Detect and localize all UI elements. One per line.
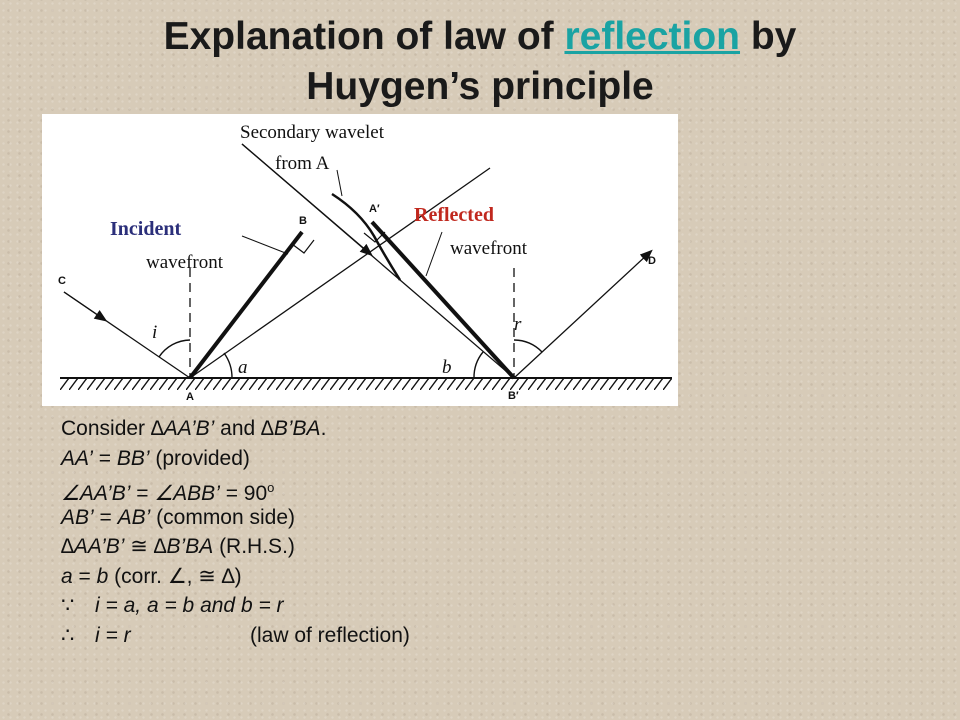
proof-term: ∠AA’B’: [61, 482, 131, 505]
point-label-b-prime: B′: [508, 390, 519, 402]
proof-term: BB’: [116, 446, 150, 470]
title-line-2: Huygen’s principle: [306, 65, 654, 108]
proof-line-8: ∴ i = r (law of reflection): [61, 621, 761, 651]
angle-label-r: r: [514, 314, 522, 335]
proof-line-4: AB’ = AB’ (common side): [61, 503, 761, 533]
proof-term: i = a, a = b and b = r: [95, 594, 284, 617]
point-label-a: A: [186, 391, 194, 403]
from-a-label: from A: [275, 153, 330, 174]
reflected-wavefront-a-prime-b-prime: [370, 220, 516, 380]
proof-line-1: Consider ∆AA’B’ and ∆B’BA.: [61, 414, 761, 444]
proof-term: ∠ABB’: [154, 482, 220, 505]
proof-text-span: =: [93, 505, 118, 529]
proof-text-span: (R.H.S.): [213, 535, 295, 558]
proof-text-span: Consider: [61, 417, 151, 440]
right-angle-a-prime: [363, 231, 386, 243]
secondary-wavelet-label: Secondary wavelet: [240, 122, 385, 143]
title-text-end: by: [740, 15, 797, 58]
proof-term: AB’: [61, 505, 94, 529]
right-angle-b: [291, 239, 315, 254]
proof-text-span: and: [214, 417, 262, 440]
proof-term: a: [61, 564, 73, 588]
proof-text-span: =: [92, 446, 117, 470]
congruent-symbol: ≅: [124, 535, 154, 558]
proof-line-6: a = b (corr. ∠, ≅ ∆): [61, 562, 761, 592]
angle-r-arc: [513, 339, 543, 353]
angle-label-i: i: [152, 322, 157, 343]
proof-text: Consider ∆AA’B’ and ∆B’BA. AA’ = BB’ (pr…: [61, 414, 761, 650]
proof-text-span: = 90: [219, 482, 268, 505]
reflection-diagram: C B A′ D A B′ i r a b Secondary wavelet …: [42, 114, 678, 406]
surface-hatching: [60, 378, 672, 390]
reflection-link[interactable]: reflection: [564, 15, 741, 58]
incident-arrow-2: [241, 143, 373, 257]
incident-wavefront-ab: [188, 230, 304, 380]
point-label-b: B: [299, 215, 307, 227]
proof-term: AA’: [61, 446, 93, 470]
proof-text-span: =: [72, 564, 97, 588]
secondary-wavelet-arc: [331, 192, 402, 281]
incident-wavefront-label: wavefront: [146, 252, 224, 273]
proof-line-5: ∆AA’B’ ≅ ∆B’BA (R.H.S.): [61, 532, 761, 562]
reflected-wavefront-label: wavefront: [450, 238, 528, 259]
point-label-a-prime: A′: [369, 203, 380, 215]
title-text: Explanation of law of: [163, 15, 565, 58]
degree-superscript: o: [267, 480, 275, 495]
angle-b-arc: [473, 351, 484, 379]
slide-title: Explanation of law of reflection by Huyg…: [0, 12, 960, 112]
reflected-label: Reflected: [414, 204, 494, 226]
triangle-aa-prime-b-prime: ∆AA’B’: [150, 417, 215, 440]
angle-label-b: b: [442, 357, 452, 378]
reflected-pointer: [425, 231, 443, 277]
reflected-ray-b-prime-d: [513, 249, 653, 379]
angle-label-a: a: [238, 357, 248, 378]
angle-a-arc: [223, 352, 233, 379]
angle-i-arc: [158, 339, 191, 358]
proof-text-span: .: [320, 417, 327, 440]
proof-line-2: AA’ = BB’ (provided): [61, 444, 761, 474]
triangle-b-prime-ba: ∆B’BA: [261, 417, 321, 440]
proof-line-7: ∵ i = a, a = b and b = r: [61, 591, 761, 621]
incident-pointer: [241, 235, 289, 255]
proof-text-span: (law of reflection): [250, 623, 410, 647]
proof-text-span: =: [130, 482, 155, 505]
proof-term: b: [96, 564, 109, 588]
because-symbol: ∵: [61, 594, 75, 617]
wavelet-pointer: [336, 169, 343, 197]
point-label-d: D: [648, 255, 656, 267]
incident-arrow-1: [63, 291, 108, 322]
proof-term: ∆B’BA: [153, 535, 214, 558]
incident-label: Incident: [110, 218, 181, 240]
proof-text-span: (common side): [150, 505, 296, 529]
proof-term: i = r: [95, 623, 131, 647]
diagram-svg: C B A′ D A B′ i r a b Secondary wavelet …: [58, 122, 672, 403]
proof-text-span: (corr. ∠, ≅ ∆): [108, 564, 242, 588]
proof-line-3: ∠AA’B’ = ∠ABB’ = 90o: [61, 473, 761, 505]
reflected-ray-a-a-prime: [189, 167, 491, 379]
proof-term: AB’: [117, 505, 151, 529]
proof-term: ∆AA’B’: [61, 535, 125, 558]
therefore-symbol: ∴: [61, 623, 75, 647]
title-line-1: Explanation of law of reflection by: [0, 12, 960, 62]
proof-text-span: (provided): [149, 446, 250, 470]
point-label-c: C: [58, 275, 66, 287]
